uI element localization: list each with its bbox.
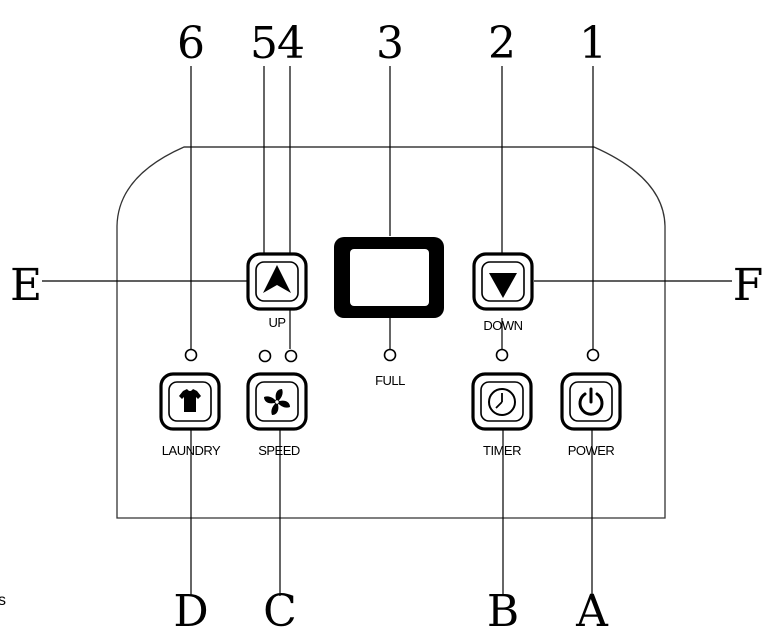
down-arrow-icon: [489, 273, 517, 298]
power-button[interactable]: [560, 372, 622, 431]
up-button-label: UP: [268, 315, 285, 330]
callout-F: F: [733, 260, 764, 311]
callout-6: 6: [177, 18, 205, 69]
clock-icon: [488, 388, 516, 416]
timer-button[interactable]: [471, 372, 533, 431]
indicator-led-timer: [495, 348, 509, 362]
laundry-button[interactable]: [159, 372, 221, 431]
callout-4: 4: [277, 18, 305, 69]
indicator-led-laundry: [184, 348, 198, 362]
indicator-led-full: [383, 348, 397, 362]
timer-button-label: TIMER: [483, 443, 521, 458]
power-button-label: POWER: [568, 443, 615, 458]
callout-1: 1: [579, 18, 607, 69]
callout-3: 3: [376, 18, 404, 69]
power-icon: [578, 387, 604, 416]
indicator-led-power: [586, 348, 600, 362]
display-window: [334, 237, 444, 318]
full-indicator-label: FULL: [375, 373, 405, 388]
panel-outline: [116, 146, 666, 519]
down-button[interactable]: [472, 252, 534, 311]
callout-2: 2: [488, 18, 516, 69]
callout-5: 5: [250, 18, 278, 69]
stray-edge-text: s: [0, 592, 6, 609]
fan-icon: [264, 389, 290, 415]
callout-E: E: [10, 260, 42, 311]
up-arrow-icon: [263, 265, 291, 293]
laundry-button-label: LAUNDRY: [162, 443, 221, 458]
down-button-label: DOWN: [483, 318, 522, 333]
shirt-icon: [179, 389, 201, 412]
indicator-led-speed-5: [258, 349, 272, 363]
up-button[interactable]: [246, 252, 308, 311]
speed-button-label: SPEED: [258, 443, 300, 458]
indicator-led-speed-4: [284, 349, 298, 363]
speed-button[interactable]: [246, 372, 308, 431]
